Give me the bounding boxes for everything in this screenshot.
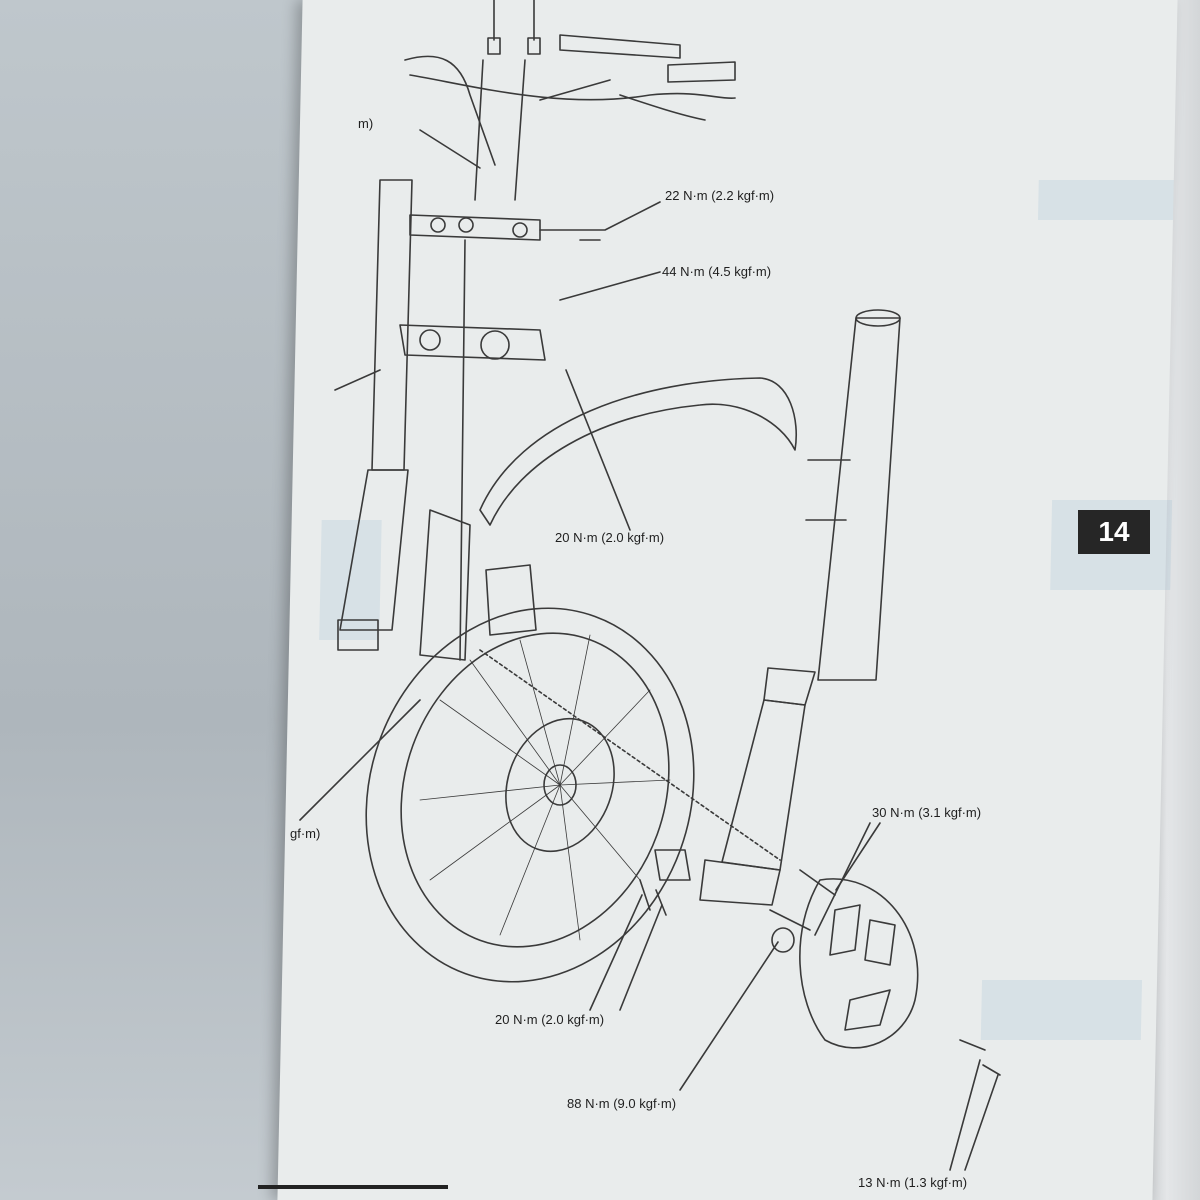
axle-nut bbox=[771, 927, 795, 953]
disc-guard bbox=[799, 878, 919, 1049]
handlebar bbox=[409, 74, 736, 101]
torque-label-22: 22 N·m (2.2 kgf·m) bbox=[665, 188, 775, 203]
wheel-hub bbox=[543, 764, 577, 806]
left-fork-slider bbox=[339, 469, 409, 631]
brake-lever bbox=[619, 94, 706, 121]
torque-label-partial-left: gf·m) bbox=[290, 826, 321, 841]
torque-label-30: 30 N·m (3.1 kgf·m) bbox=[872, 805, 982, 820]
bottom-triple-clamp bbox=[399, 324, 546, 361]
leader-22 bbox=[539, 201, 661, 231]
front-fender bbox=[479, 377, 798, 526]
front-wheel-tire bbox=[365, 607, 695, 983]
torque-label-20-axle: 20 N·m (2.0 kgf·m) bbox=[495, 1012, 605, 1027]
leader-20-fender bbox=[565, 369, 631, 531]
right-fork-slider bbox=[721, 699, 806, 871]
torque-label-partial-top: m) bbox=[358, 116, 374, 131]
torque-label-20-fender: 20 N·m (2.0 kgf·m) bbox=[555, 530, 665, 545]
handlebar-grip-pad bbox=[559, 34, 681, 59]
torque-label-44: 44 N·m (4.5 kgf·m) bbox=[662, 264, 772, 279]
axle-spacer bbox=[654, 849, 691, 881]
section-tab: 14 bbox=[1078, 510, 1150, 554]
clutch-lever bbox=[404, 55, 496, 166]
torque-label-88: 88 N·m (9.0 kgf·m) bbox=[567, 1096, 677, 1111]
axle-holder bbox=[699, 859, 781, 906]
leader-88 bbox=[679, 941, 779, 1091]
fork-guard bbox=[419, 509, 471, 661]
steering-stem bbox=[459, 239, 466, 661]
fork-dust-seal bbox=[763, 667, 816, 706]
torque-label-13: 13 N·m (1.3 kgf·m) bbox=[858, 1175, 968, 1190]
brake-caliper bbox=[485, 564, 537, 636]
right-fork-tube bbox=[817, 317, 901, 681]
front-wheel-rim bbox=[400, 632, 670, 948]
brake-disc bbox=[505, 717, 615, 853]
bottom-rule bbox=[258, 1185, 448, 1189]
throttle-grip bbox=[667, 61, 736, 83]
